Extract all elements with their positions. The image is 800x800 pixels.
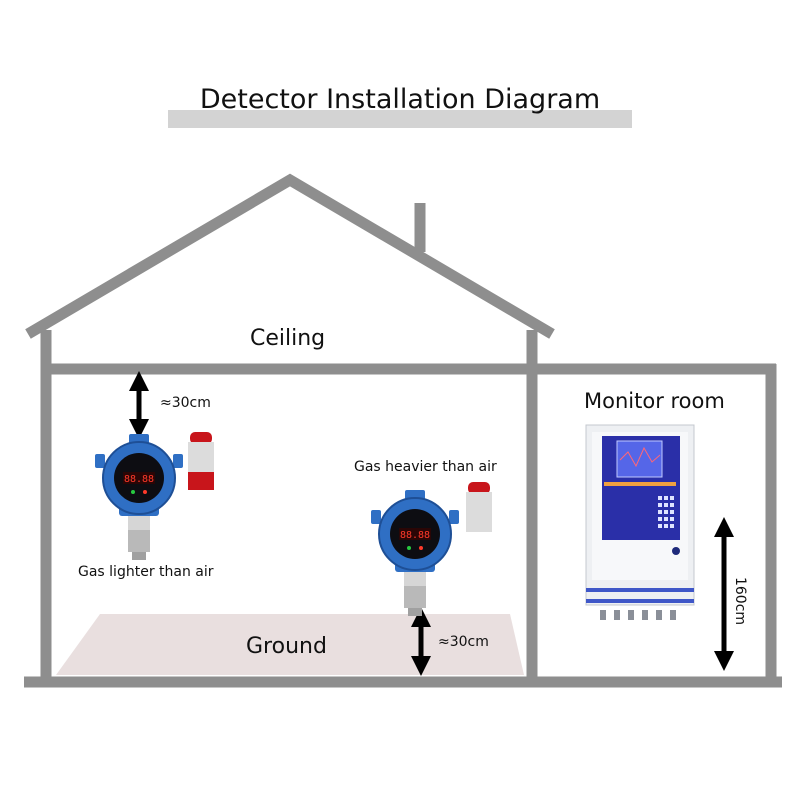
detector-readout: 88.88 [400,530,430,541]
diagram-title: Detector Installation Diagram [199,84,601,115]
ceiling-distance-label: ≈30cm [160,395,211,411]
roof-outline [25,173,555,339]
gas-detector-upper: 88.88 [95,432,214,560]
ground-floor [56,614,524,675]
gas-detector-lower: 88.88 [371,482,492,616]
ceiling-label: Ceiling [250,326,326,351]
ground-label: Ground [246,634,327,659]
monitor-height-label: 160cm [732,576,749,626]
monitor-room-label: Monitor room [584,389,725,413]
gas-heavier-label: Gas heavier than air [354,459,497,475]
gas-lighter-label: Gas lighter than air [78,564,214,580]
detector-readout: 88.88 [124,474,154,485]
ground-distance-label: ≈30cm [438,634,489,650]
monitor-cabinet [585,424,695,620]
title-underline [168,110,632,128]
